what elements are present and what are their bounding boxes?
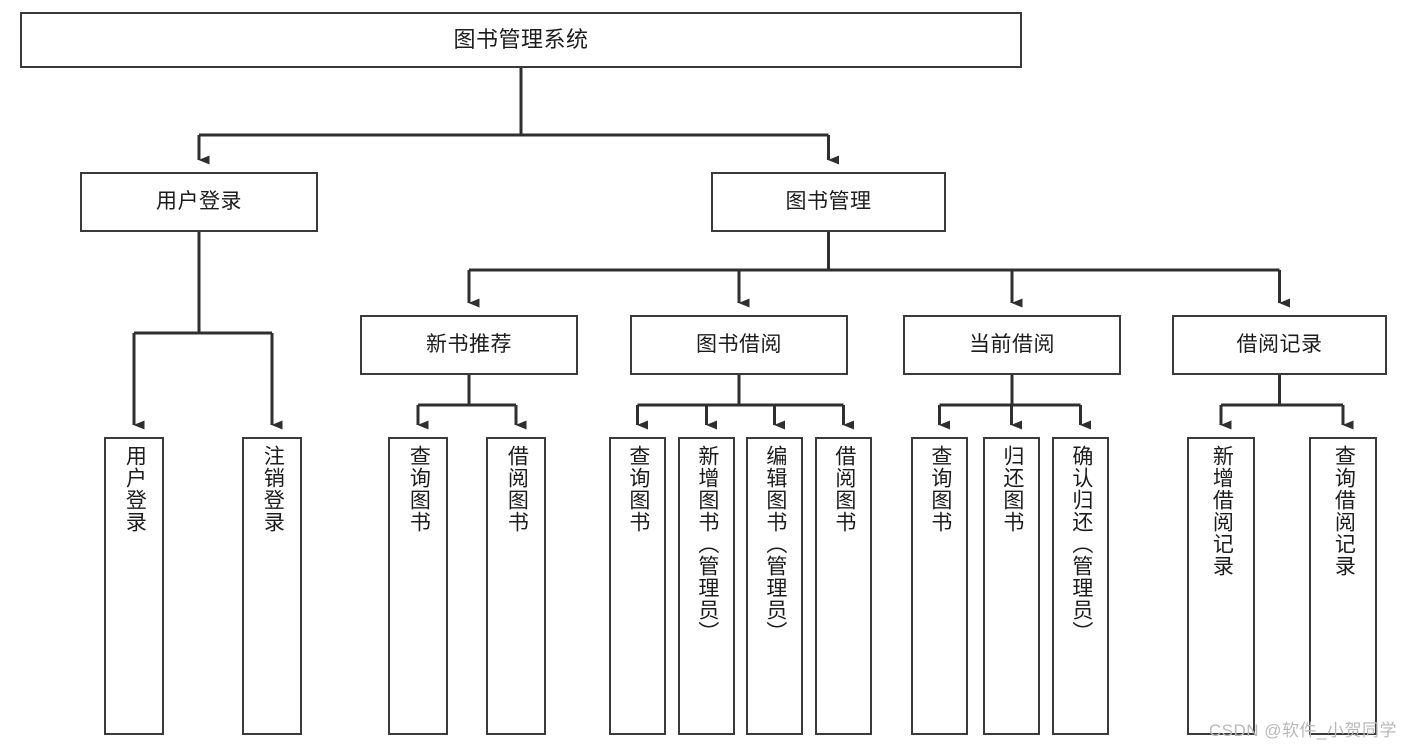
csdn-watermark: CSDN @软件_小贺同学 bbox=[1208, 721, 1397, 740]
node-user-login[interactable]: 用户登录 bbox=[80, 172, 318, 232]
node-leaf-current-query-book[interactable]: 查询图书 bbox=[911, 437, 968, 735]
node-label: 用户登录 bbox=[156, 189, 242, 213]
node-label: 借阅图书 bbox=[505, 445, 529, 533]
node-leaf-user-login[interactable]: 用户登录 bbox=[104, 437, 164, 735]
node-label: 归还图书 bbox=[1000, 445, 1024, 533]
node-label: 查询图书 bbox=[626, 445, 650, 533]
node-label: 图书管理系统 bbox=[453, 27, 589, 53]
node-label: 新书推荐 bbox=[426, 332, 512, 356]
node-label: 编辑图书（管理员） bbox=[763, 445, 787, 643]
node-book-borrowing[interactable]: 图书借阅 bbox=[630, 315, 848, 375]
node-label: 图书管理 bbox=[785, 189, 872, 213]
node-leaf-record-query[interactable]: 查询借阅记录 bbox=[1309, 437, 1377, 735]
node-label: 新增借阅记录 bbox=[1210, 445, 1234, 577]
node-label: 借阅记录 bbox=[1236, 332, 1323, 356]
node-label: 查询图书 bbox=[407, 445, 431, 533]
node-leaf-current-return-book[interactable]: 归还图书 bbox=[983, 437, 1040, 735]
node-leaf-borrow-add-book[interactable]: 新增图书（管理员） bbox=[678, 437, 735, 735]
node-leaf-current-confirm-return[interactable]: 确认归还（管理员） bbox=[1052, 437, 1109, 735]
node-leaf-borrow-borrow-book[interactable]: 借阅图书 bbox=[815, 437, 872, 735]
node-label: 借阅图书 bbox=[832, 445, 856, 533]
node-label: 当前借阅 bbox=[969, 332, 1055, 356]
node-leaf-record-add[interactable]: 新增借阅记录 bbox=[1187, 437, 1255, 735]
node-label: 确认归还（管理员） bbox=[1069, 445, 1093, 643]
node-label: 查询借阅记录 bbox=[1332, 445, 1356, 577]
node-label: 查询图书 bbox=[928, 445, 952, 533]
node-label: 新增图书（管理员） bbox=[695, 445, 719, 643]
node-leaf-rec-query-book[interactable]: 查询图书 bbox=[388, 437, 448, 735]
node-label: 注销登录 bbox=[261, 445, 285, 533]
node-leaf-user-logout[interactable]: 注销登录 bbox=[242, 437, 302, 735]
node-new-book-recommendation[interactable]: 新书推荐 bbox=[360, 315, 578, 375]
node-label: 用户登录 bbox=[123, 445, 147, 533]
node-leaf-borrow-edit-book[interactable]: 编辑图书（管理员） bbox=[746, 437, 803, 735]
node-leaf-borrow-query-book[interactable]: 查询图书 bbox=[609, 437, 666, 735]
node-label: 图书借阅 bbox=[696, 332, 782, 356]
node-borrowing-record[interactable]: 借阅记录 bbox=[1172, 315, 1387, 375]
node-current-borrowing[interactable]: 当前借阅 bbox=[903, 315, 1121, 375]
node-leaf-rec-borrow-book[interactable]: 借阅图书 bbox=[486, 437, 546, 735]
node-book-management[interactable]: 图书管理 bbox=[711, 172, 946, 232]
node-root-book-management-system[interactable]: 图书管理系统 bbox=[20, 12, 1022, 68]
